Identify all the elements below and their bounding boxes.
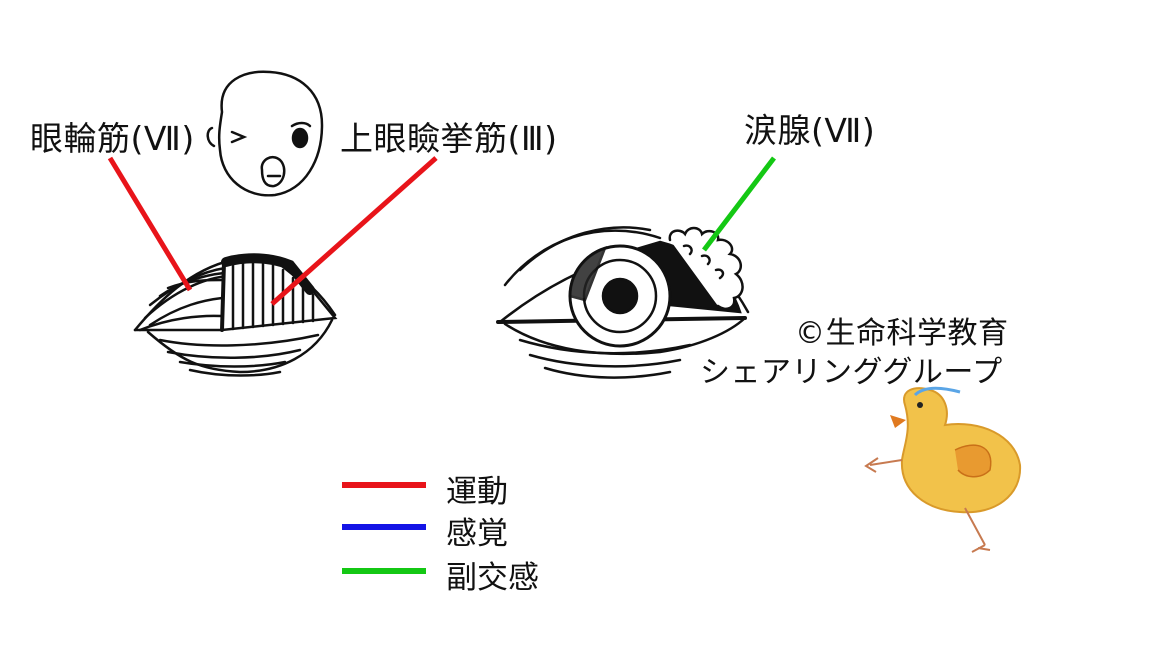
left-eye-drawing [133,253,338,377]
credit-line-2: シェアリンググループ [700,355,1003,390]
right-eye-drawing [496,226,750,379]
levator-nerve-line [270,156,438,306]
lacrimal-gland-label: 涙腺(Ⅶ) [744,111,876,150]
legend-label-parasympathetic: 副交感 [446,560,539,596]
orbicularis-oculi-label: 眼輪筋(Ⅶ) [30,119,195,158]
legend-label-sensory: 感覚 [446,516,508,552]
lacrimal-nerve-line [702,156,776,252]
orbicularis-nerve-line [107,156,193,292]
face-sketch [206,70,324,197]
levator-palpebrae-label: 上眼瞼挙筋(Ⅲ) [340,119,558,158]
legend-swatch-motor [342,482,426,488]
chick-illustration [864,386,1022,553]
legend-swatch-sensory [342,524,426,530]
legend-label-motor: 運動 [446,474,508,510]
credit-line-1: ©生命科学教育 [795,316,1009,351]
legend-swatch-parasympathetic [342,568,426,574]
